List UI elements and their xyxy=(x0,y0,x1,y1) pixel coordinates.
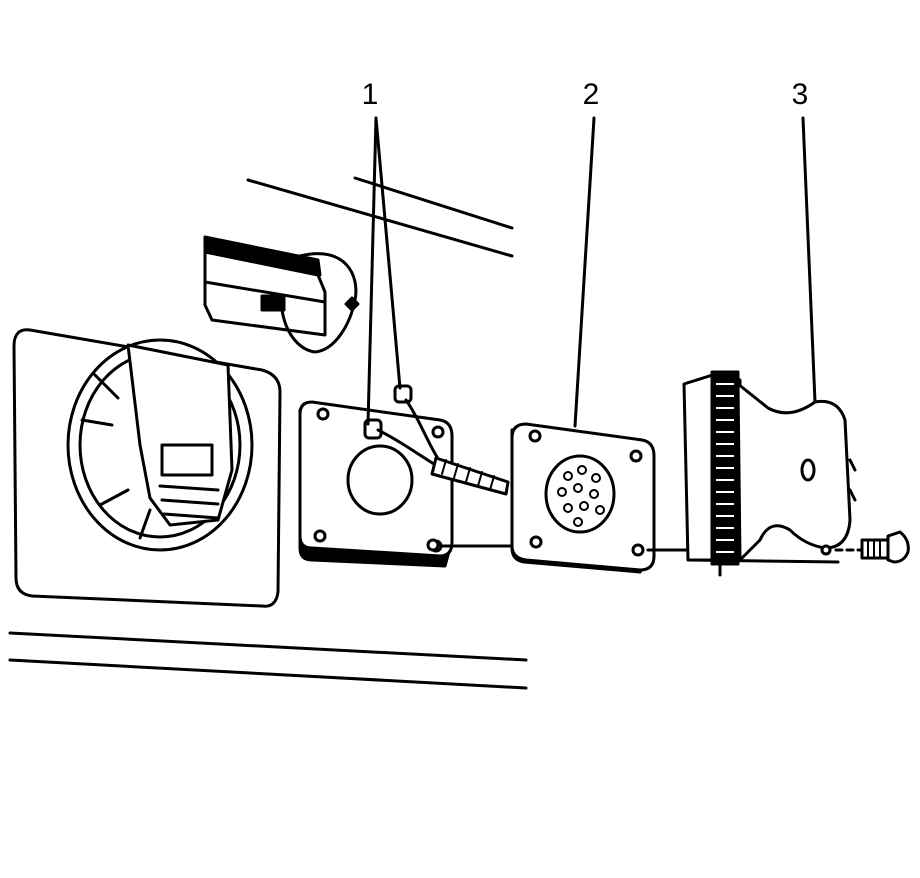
module-contact-teeth xyxy=(716,383,734,553)
bracket-latch xyxy=(260,294,286,312)
speaker-screw-bl xyxy=(529,535,543,549)
frame-line-lower-2 xyxy=(8,658,528,690)
module-base xyxy=(688,558,840,564)
callout-3: 3 xyxy=(792,78,809,111)
module-notches xyxy=(848,458,857,502)
speaker-screw-tl xyxy=(528,429,542,443)
wire-loom-ribs xyxy=(441,459,495,491)
plate-1-mount-hole xyxy=(426,538,440,552)
speaker-mount-hole xyxy=(631,543,645,557)
callout-leaders xyxy=(366,116,817,428)
bracket-housing xyxy=(203,235,360,354)
bracket-wire-clip xyxy=(344,296,360,312)
frame-line-upper-2 xyxy=(353,176,514,230)
speaker-housing xyxy=(12,328,282,608)
plate-1-screw-tl xyxy=(316,407,330,421)
bracket-seam xyxy=(203,280,327,304)
housing-grip-lines xyxy=(158,484,220,520)
plate-1-screw-tr xyxy=(431,425,445,439)
bracket-top-edge xyxy=(203,235,322,277)
speaker-screw-tr xyxy=(629,449,643,463)
frame-line-upper-1 xyxy=(246,178,514,258)
plate-1-screw-bl xyxy=(313,529,327,543)
part-1-mounting-plate xyxy=(298,384,510,568)
wire-b xyxy=(404,398,442,464)
housing-window xyxy=(160,443,214,477)
speaker-grille-holes xyxy=(557,465,605,527)
module-slot xyxy=(800,458,816,482)
leader-3 xyxy=(801,116,817,404)
bracket-wire-loop xyxy=(280,252,358,354)
plate-1-hole xyxy=(346,444,414,516)
leader-1b xyxy=(374,116,402,390)
part-3-connector-module xyxy=(682,370,866,577)
grommet-b xyxy=(393,384,413,404)
frame-line-lower-1 xyxy=(8,631,528,662)
part-2-speaker-unit xyxy=(426,422,690,574)
housing-ribs xyxy=(80,373,152,540)
leader-2 xyxy=(573,116,596,428)
bolt-threads xyxy=(867,539,881,559)
callout-1: 1 xyxy=(362,78,379,111)
wire-loom xyxy=(430,456,510,496)
module-mount-hole xyxy=(820,544,832,556)
bolt-head xyxy=(886,530,910,564)
leader-1a xyxy=(366,116,378,426)
callout-2: 2 xyxy=(583,78,600,111)
module-housing xyxy=(736,382,852,562)
housing-cover-clip xyxy=(126,343,234,527)
mounting-bolt xyxy=(860,530,910,564)
